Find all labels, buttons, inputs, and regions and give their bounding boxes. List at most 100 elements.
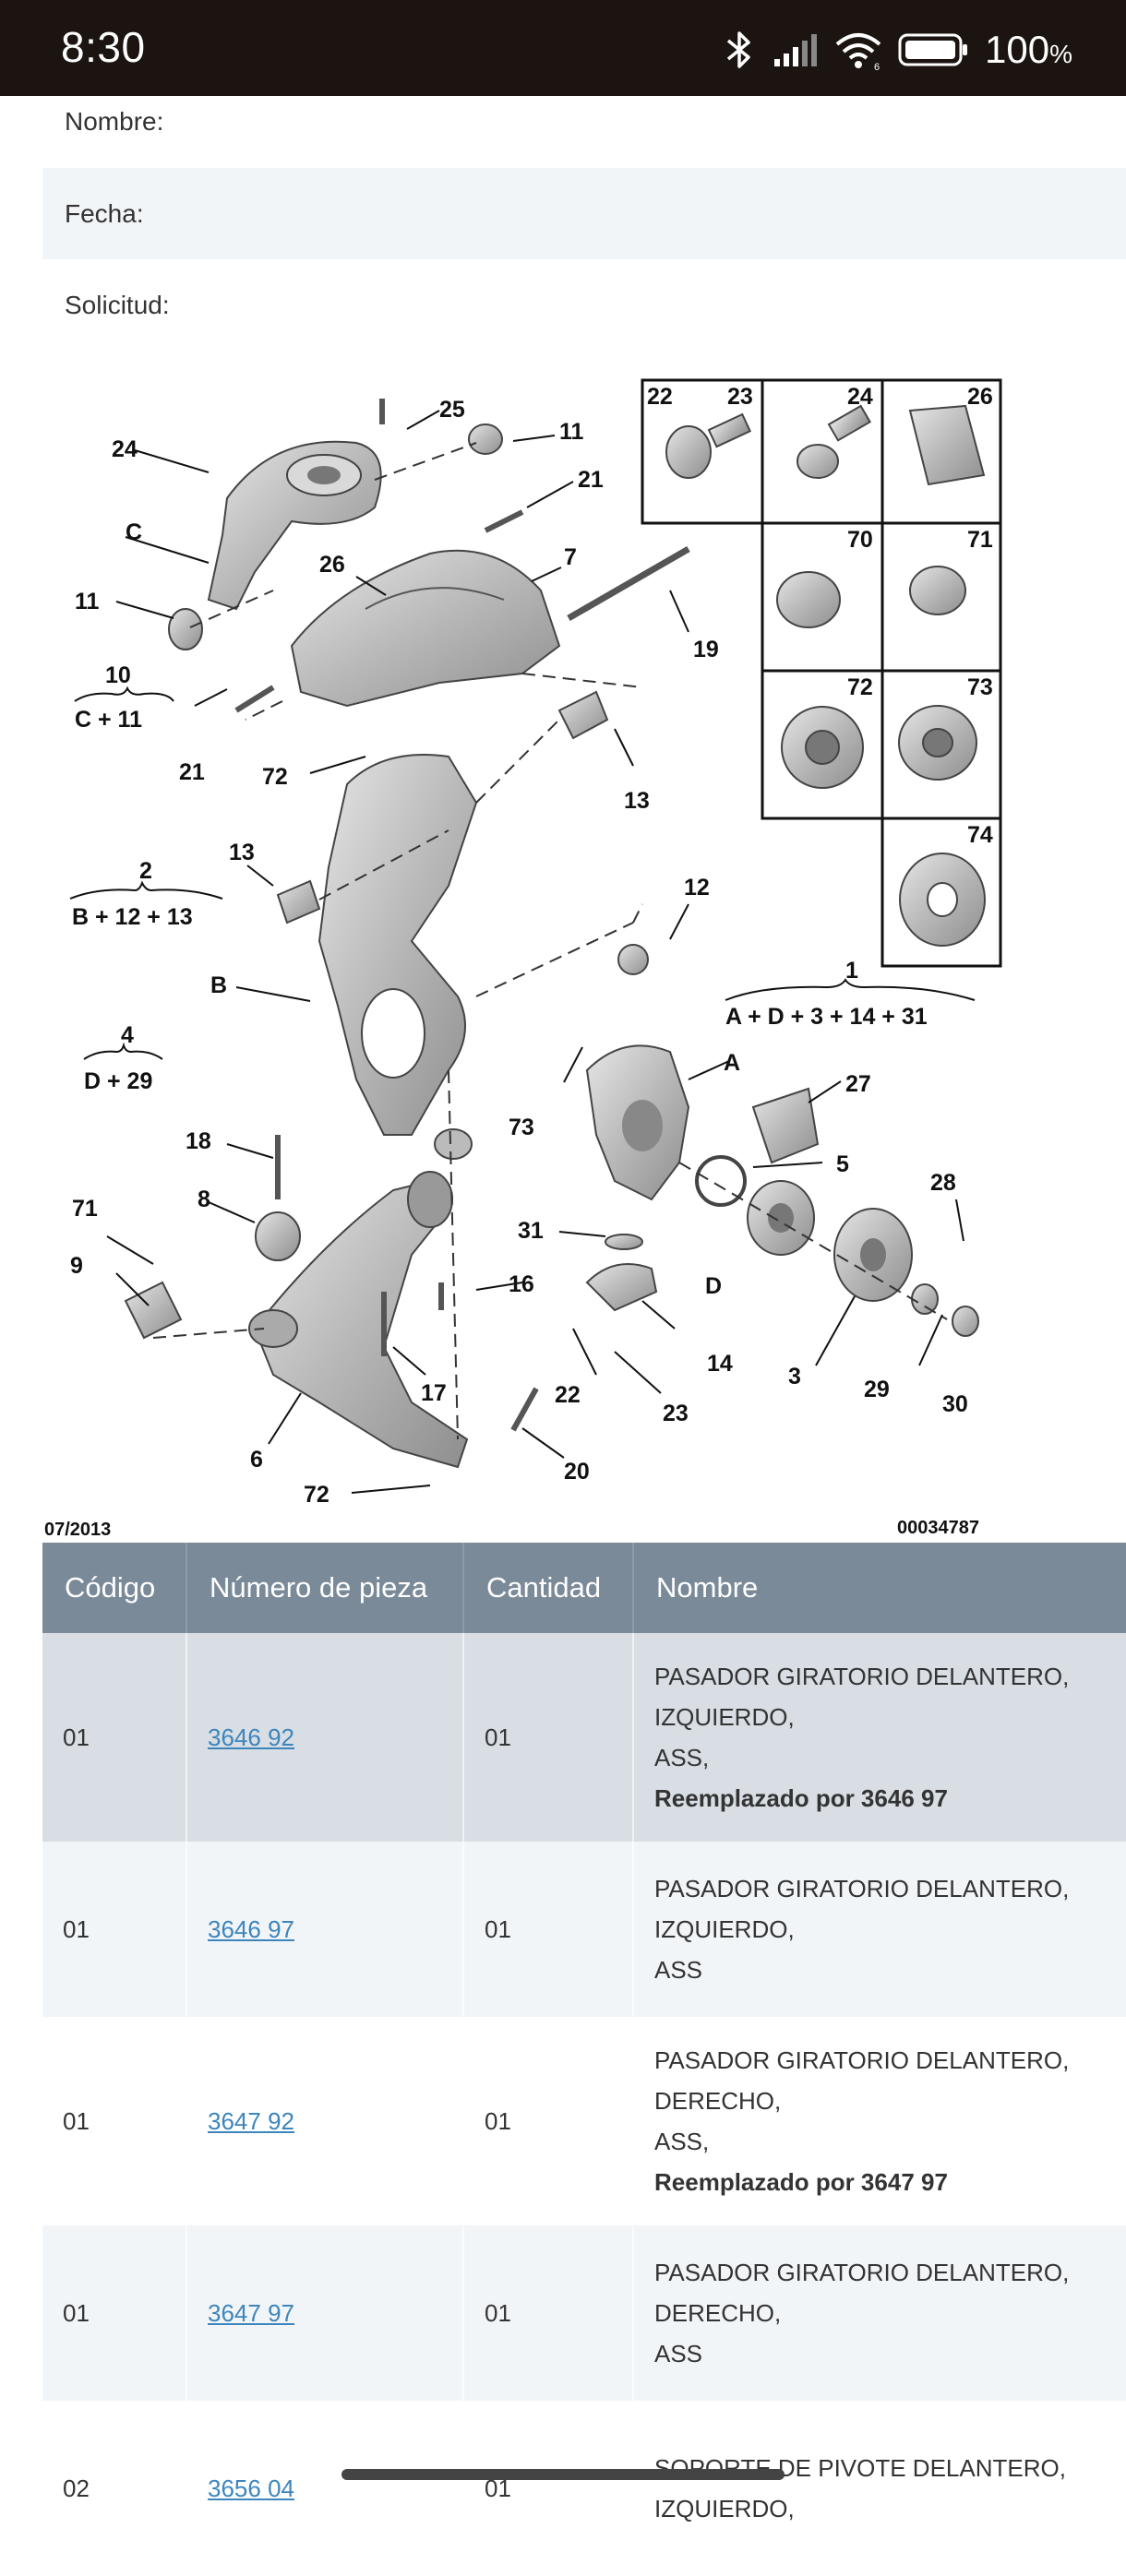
cell-code: 01: [42, 1842, 187, 2017]
cell-part-number: 3646 92: [186, 1633, 464, 1842]
fastener-grid-labels: 22 23 24 26 70 71 72 73 74: [647, 384, 993, 848]
svg-text:25: 25: [439, 397, 465, 423]
name-row: Nombre:: [42, 76, 1126, 168]
svg-text:20: 20: [564, 1459, 590, 1485]
svg-text:10: 10: [105, 662, 131, 688]
name-line: IZQUIERDO,: [654, 1703, 795, 1731]
svg-text:8: 8: [198, 1187, 210, 1212]
part-number-link[interactable]: 3647 97: [208, 2298, 294, 2327]
table-row: 02 3656 04 01 SOPORTE DE PIVOTE DELANTER…: [42, 2401, 1126, 2576]
svg-text:1: 1: [845, 958, 858, 984]
wifi-icon: 6: [833, 30, 883, 73]
svg-text:D: D: [705, 1273, 722, 1299]
svg-text:72: 72: [262, 764, 288, 790]
svg-text:3: 3: [788, 1364, 801, 1389]
name-line: ASS,: [654, 2128, 710, 2155]
column-header-name[interactable]: Nombre: [633, 1543, 1126, 1633]
name-line: PASADOR GIRATORIO DELANTERO,: [654, 1663, 1070, 1690]
strut-mount-part: [207, 440, 382, 611]
battery-percent: 100%: [985, 28, 1072, 72]
date-row: Fecha:: [42, 168, 1126, 259]
diagram-date-code: 07/2013: [44, 1520, 111, 1540]
column-header-part-number[interactable]: Número de pieza: [186, 1543, 464, 1633]
part-number-link[interactable]: 3647 92: [208, 2106, 294, 2135]
table-row: 01 3646 92 01 PASADOR GIRATORIO DELANTER…: [42, 1633, 1126, 1842]
cell-part-number: 3646 97: [186, 1842, 464, 2017]
battery-percent-unit: %: [1049, 40, 1072, 68]
svg-text:28: 28: [930, 1170, 956, 1196]
column-header-code[interactable]: Código: [42, 1543, 187, 1633]
svg-text:23: 23: [663, 1401, 689, 1426]
svg-text:6: 6: [250, 1447, 263, 1473]
name-line: PASADOR GIRATORIO DELANTERO,: [654, 2259, 1070, 2286]
column-header-quantity[interactable]: Cantidad: [463, 1543, 634, 1633]
cell-code: 01: [42, 2017, 187, 2225]
svg-text:18: 18: [186, 1128, 211, 1154]
svg-text:71: 71: [967, 527, 993, 553]
svg-text:4: 4: [121, 1022, 134, 1048]
svg-text:B + 12 + 13: B + 12 + 13: [72, 904, 193, 930]
svg-text:29: 29: [864, 1377, 890, 1402]
name-line: SOPORTE DE PIVOTE DELANTERO,: [654, 2454, 1066, 2482]
cell-code: 01: [42, 2225, 187, 2401]
svg-text:C + 11: C + 11: [75, 707, 142, 733]
svg-text:B: B: [210, 972, 227, 998]
svg-text:30: 30: [942, 1391, 968, 1417]
svg-text:12: 12: [684, 875, 710, 900]
part-number-link[interactable]: 3646 92: [208, 1723, 294, 1751]
name-line: PASADOR GIRATORIO DELANTERO,: [654, 2046, 1070, 2074]
svg-text:72: 72: [847, 674, 873, 700]
svg-text:C: C: [126, 519, 142, 545]
home-indicator[interactable]: [341, 2469, 785, 2480]
cell-name: PASADOR GIRATORIO DELANTERO, IZQUIERDO, …: [633, 1633, 1126, 1842]
cell-quantity: 01: [463, 2225, 634, 2401]
cell-quantity: 01: [463, 1633, 634, 1842]
svg-text:A: A: [724, 1050, 740, 1076]
svg-text:16: 16: [509, 1271, 534, 1297]
svg-text:73: 73: [967, 674, 993, 700]
svg-text:21: 21: [578, 467, 604, 493]
status-bar: 8:30 6 100%: [0, 0, 1126, 96]
cell-part-number: 3647 97: [186, 2225, 464, 2401]
cell-quantity: 01: [463, 1842, 634, 2017]
svg-text:26: 26: [319, 552, 345, 578]
bluetooth-icon: [721, 30, 758, 70]
diagram-callouts: 25 11 24 21 C 7 26 11 19 10 C + 11 21 72…: [70, 397, 968, 1508]
date-label: Fecha:: [65, 198, 144, 228]
svg-text:14: 14: [707, 1351, 733, 1377]
svg-text:17: 17: [421, 1380, 447, 1406]
cell-name: SOPORTE DE PIVOTE DELANTERO, IZQUIERDO,: [633, 2401, 1126, 2576]
svg-text:24: 24: [112, 436, 138, 462]
svg-text:2: 2: [139, 858, 152, 884]
svg-text:74: 74: [967, 822, 993, 848]
table-row: 01 3647 92 01 PASADOR GIRATORIO DELANTER…: [42, 2017, 1126, 2225]
svg-text:73: 73: [509, 1115, 534, 1140]
request-label: Solicitud:: [65, 290, 170, 319]
svg-text:71: 71: [72, 1196, 98, 1222]
name-line: ASS: [654, 2340, 703, 2367]
table-header-row: Código Número de pieza Cantidad Nombre: [42, 1543, 1126, 1633]
svg-text:11: 11: [559, 419, 584, 445]
cell-part-number: 3647 92: [186, 2017, 464, 2225]
part-number-link[interactable]: 3656 04: [208, 2474, 294, 2502]
cell-name: PASADOR GIRATORIO DELANTERO, DERECHO, AS…: [633, 2017, 1126, 2225]
cell-code: 02: [42, 2401, 187, 2576]
cell-code: 01: [42, 1633, 187, 1842]
cell-name: PASADOR GIRATORIO DELANTERO, DERECHO, AS…: [633, 2225, 1126, 2401]
name-label: Nombre:: [65, 107, 164, 136]
svg-text:19: 19: [693, 637, 719, 662]
svg-text:6: 6: [874, 62, 880, 73]
svg-text:22: 22: [555, 1382, 581, 1408]
request-row: Solicitud:: [42, 259, 1126, 351]
svg-text:21: 21: [179, 759, 205, 785]
cell-quantity: 01: [463, 2401, 634, 2576]
diagram-reference: 00034787: [897, 1518, 979, 1538]
svg-text:27: 27: [845, 1071, 871, 1097]
svg-text:D + 29: D + 29: [84, 1068, 152, 1094]
cell-quantity: 01: [463, 2017, 634, 2225]
part-number-link[interactable]: 3646 97: [208, 1914, 294, 1943]
battery-percent-value: 100: [985, 28, 1050, 71]
name-line: DERECHO,: [654, 2087, 782, 2115]
name-line: ASS: [654, 1956, 703, 1984]
table-row: 01 3646 97 01 PASADOR GIRATORIO DELANTER…: [42, 1842, 1126, 2017]
